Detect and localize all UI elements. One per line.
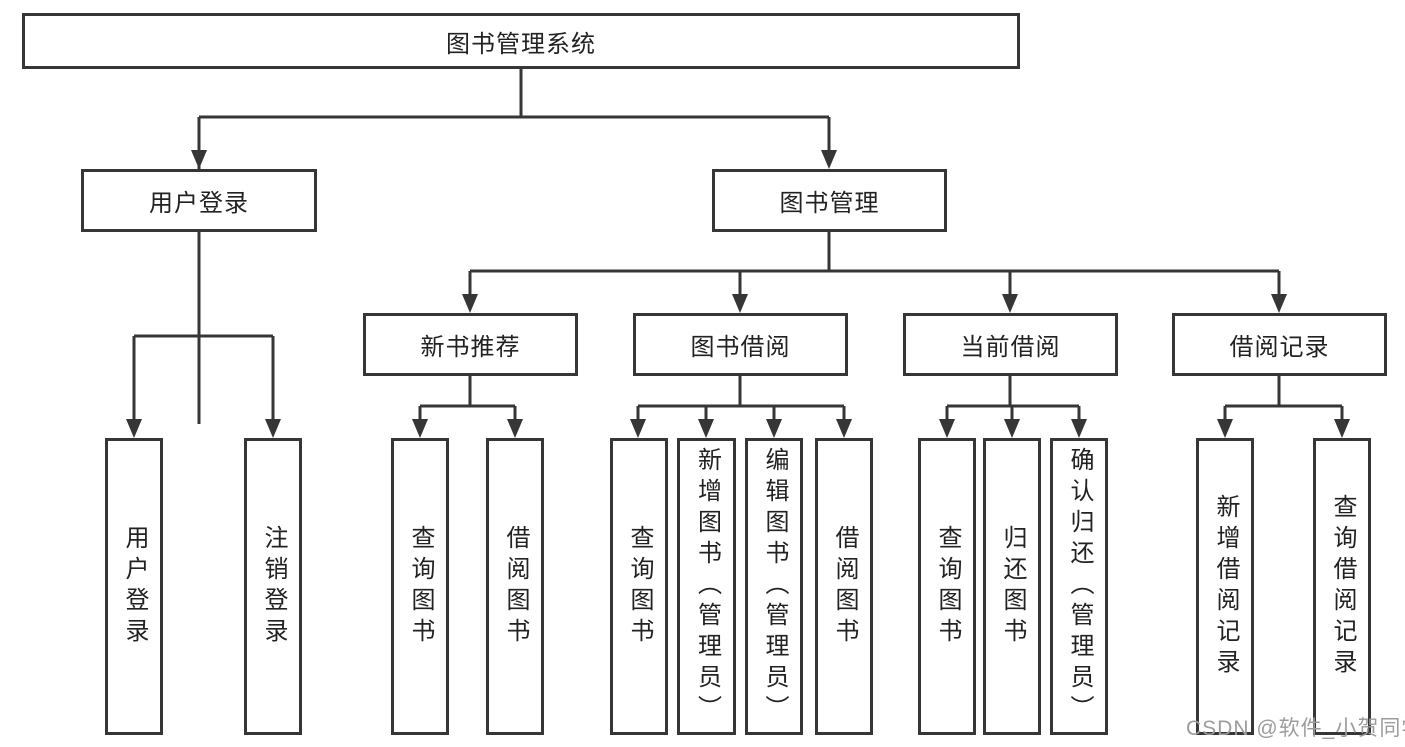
leaf-add-books-admin: 新增图书（管理员） xyxy=(677,438,736,735)
leaf-query-borrow-record-label: 查询借阅记录 xyxy=(1329,493,1356,680)
leaf-add-books-admin-label: 新增图书（管理员） xyxy=(693,447,721,726)
node-book-borrow-label: 图书借阅 xyxy=(690,334,791,361)
leaf-logout: 注销登录 xyxy=(244,438,302,735)
leaf-borrow-books-recommend-label: 借阅图书 xyxy=(502,524,529,649)
node-book-management-label: 图书管理 xyxy=(779,190,880,217)
node-new-book-recommend: 新书推荐 xyxy=(363,313,578,376)
leaf-query-books-recommend: 查询图书 xyxy=(391,438,449,735)
leaf-user-login: 用户登录 xyxy=(105,438,163,735)
leaf-borrow-books-recommend: 借阅图书 xyxy=(486,438,544,735)
leaf-user-login-label: 用户登录 xyxy=(121,524,148,649)
leaf-query-books-current: 查询图书 xyxy=(918,438,976,735)
node-library-system: 图书管理系统 xyxy=(22,13,1020,69)
node-current-borrow-label: 当前借阅 xyxy=(960,334,1061,361)
leaf-return-books: 归还图书 xyxy=(983,438,1041,735)
leaf-query-books-recommend-label: 查询图书 xyxy=(407,524,434,649)
leaf-query-books-current-label: 查询图书 xyxy=(934,524,961,649)
leaf-edit-books-admin-label: 编辑图书（管理员） xyxy=(761,447,788,726)
node-borrow-records-label: 借阅记录 xyxy=(1229,334,1330,361)
leaf-confirm-return-admin: 确认归还（管理员） xyxy=(1050,438,1108,735)
node-user-login-label: 用户登录 xyxy=(149,190,249,217)
leaf-query-books-borrow-label: 查询图书 xyxy=(626,524,653,649)
node-book-management: 图书管理 xyxy=(712,169,947,232)
leaf-borrow-books-borrow-label: 借阅图书 xyxy=(831,524,858,649)
node-book-borrow: 图书借阅 xyxy=(633,313,848,376)
leaf-logout-label: 注销登录 xyxy=(260,524,287,649)
leaf-query-borrow-record: 查询借阅记录 xyxy=(1313,438,1371,735)
leaf-confirm-return-admin-label: 确认归还（管理员） xyxy=(1066,447,1093,726)
leaf-query-books-borrow: 查询图书 xyxy=(610,438,668,735)
node-user-login: 用户登录 xyxy=(81,169,317,232)
leaf-return-books-label: 归还图书 xyxy=(999,524,1026,649)
leaf-add-borrow-record-label: 新增借阅记录 xyxy=(1212,493,1239,680)
node-current-borrow: 当前借阅 xyxy=(903,313,1118,376)
leaf-borrow-books-borrow: 借阅图书 xyxy=(815,438,873,735)
leaf-add-borrow-record: 新增借阅记录 xyxy=(1196,438,1254,735)
node-library-system-label: 图书管理系统 xyxy=(446,30,596,58)
node-new-book-recommend-label: 新书推荐 xyxy=(420,334,521,361)
leaf-edit-books-admin: 编辑图书（管理员） xyxy=(745,438,803,735)
node-borrow-records: 借阅记录 xyxy=(1172,313,1387,376)
csdn-watermark: CSDN @软件_小贺同学 xyxy=(1186,717,1405,740)
